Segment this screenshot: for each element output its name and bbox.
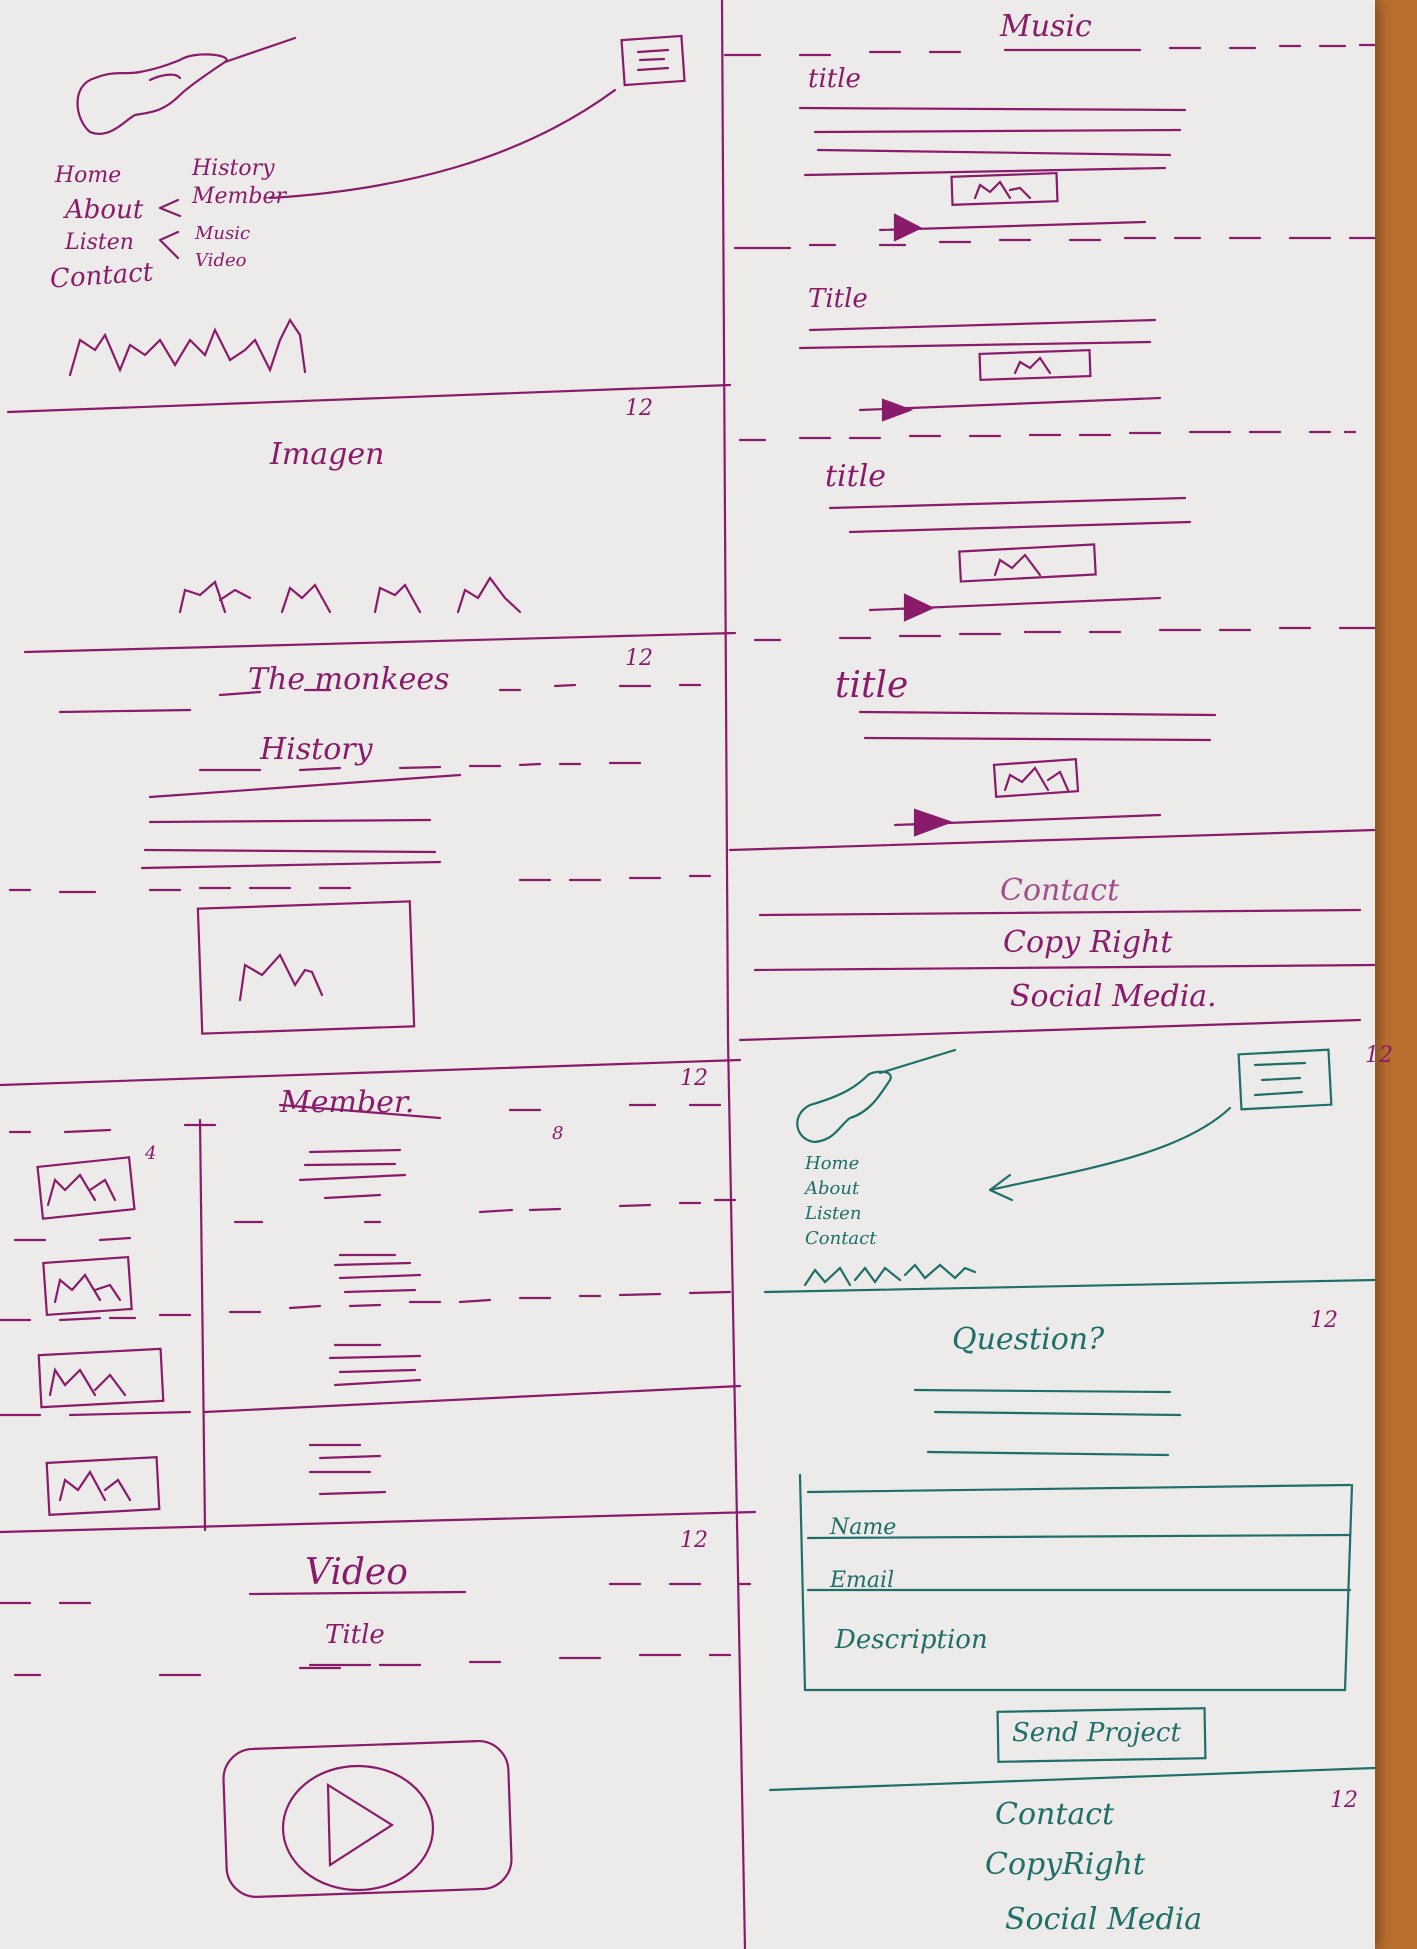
mobile-footer-copyright[interactable]: CopyRight [985, 1847, 1145, 1882]
nav-contact[interactable]: Contact [49, 257, 155, 295]
mobile-nav-contact[interactable]: Contact [805, 1228, 877, 1249]
music-heading: Music [1000, 9, 1092, 44]
form-heading: Question? [952, 1322, 1105, 1357]
nav-history[interactable]: History [192, 156, 275, 181]
track-title: title [808, 64, 861, 94]
member-left-cols: 4 [145, 1143, 157, 1164]
member-heading: Member. [280, 1085, 415, 1120]
video-heading: Video [305, 1552, 408, 1593]
mobile-nav-about[interactable]: About [805, 1178, 860, 1199]
nav-member[interactable]: Member [192, 184, 287, 209]
mobile-hamburger-icon [1237, 1048, 1333, 1111]
mobile-guitar-icon [796, 1048, 957, 1144]
grid-cols-label: 12 [625, 396, 653, 421]
nav-video[interactable]: Video [195, 250, 247, 271]
nav-home[interactable]: Home [55, 163, 122, 188]
nav-about[interactable]: About [65, 195, 144, 225]
wireframe-sketch [0, 0, 1375, 1949]
mobile-cols-label: 12 [1365, 1043, 1393, 1068]
footer-copyright[interactable]: Copy Right [1003, 925, 1173, 960]
band-name: The monkees [248, 662, 450, 697]
form-description-field[interactable]: Description [835, 1625, 988, 1655]
nav-listen[interactable]: Listen [65, 230, 134, 255]
images-cols-label: 12 [625, 646, 653, 671]
track-title: title [835, 665, 909, 706]
member-right-cols: 8 [552, 1123, 564, 1144]
form-name-field[interactable]: Name [830, 1515, 897, 1540]
track-title: title [825, 459, 887, 494]
mobile-footer-social-media[interactable]: Social Media [1005, 1902, 1203, 1937]
form-email-field[interactable]: Email [830, 1568, 895, 1593]
mobile-nav-home[interactable]: Home [805, 1153, 860, 1174]
video-cols-label: 12 [680, 1528, 708, 1553]
guitar-icon [76, 36, 297, 135]
video-play-button[interactable] [285, 1770, 435, 1890]
images-heading: Imagen [270, 437, 385, 472]
send-project-button[interactable]: Send Project [1012, 1718, 1181, 1748]
mobile-footer-contact[interactable]: Contact [995, 1797, 1115, 1832]
mobile-nav-listen[interactable]: Listen [805, 1203, 862, 1224]
hamburger-icon [620, 34, 686, 87]
history-heading: History [260, 732, 373, 767]
nav-music[interactable]: Music [195, 223, 251, 244]
footer-social-media[interactable]: Social Media. [1010, 979, 1217, 1014]
mobile-footer-cols-label: 12 [1330, 1788, 1358, 1813]
track-title: Title [808, 284, 868, 314]
video-title: Title [325, 1620, 385, 1650]
form-cols-label: 12 [1310, 1308, 1338, 1333]
footer-contact[interactable]: Contact [1000, 873, 1120, 908]
member-cols-label: 12 [680, 1066, 708, 1091]
